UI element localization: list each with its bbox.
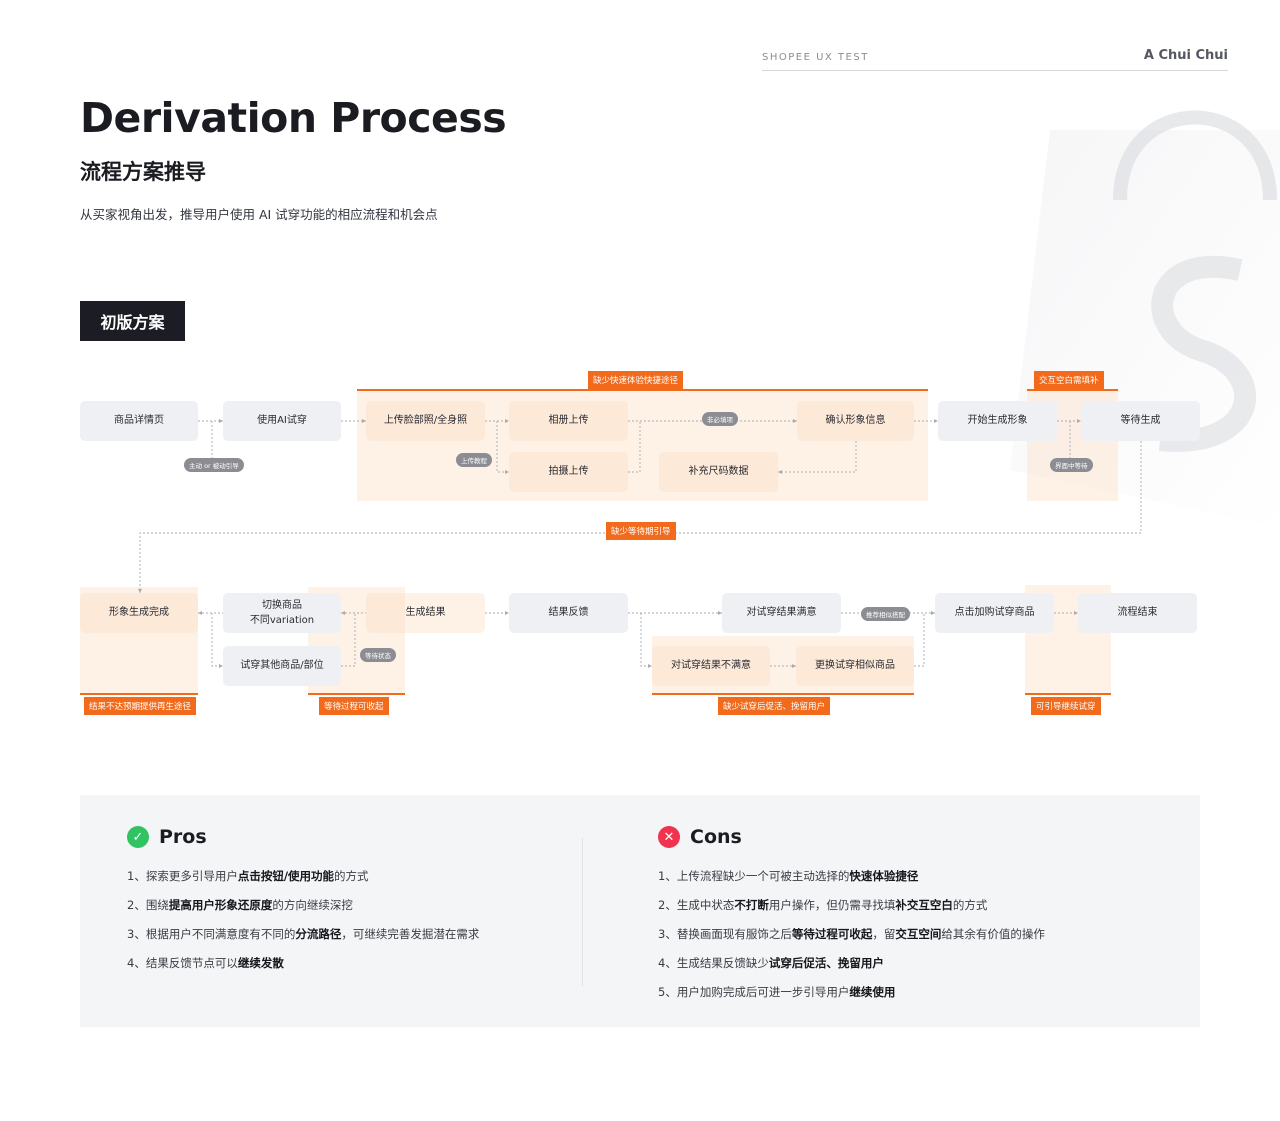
tag-regen-path: 结果不达预期提供再生途径 [84, 697, 197, 715]
pros-item-pre: 1、探索更多引导用户 [127, 869, 238, 883]
cons-item-bold: 试穿后促活、挽留用户 [768, 956, 884, 970]
pill-optional-fill: 非必填项 [702, 412, 738, 426]
node-size-data: 补充尺码数据 [659, 452, 778, 492]
cons-item-pre: 2、生成中状态 [658, 898, 735, 912]
cons-item-post: ，留 [872, 927, 896, 941]
pros-item: 1、探索更多引导用户点击按钮/使用功能的方式 [127, 868, 369, 884]
node-switch-product: 切换商品 不同variation [223, 593, 341, 633]
tag-retain: 缺少试穿后促活、挽留用户 [718, 697, 831, 715]
pros-item-post: 的方向继续深挖 [272, 898, 353, 912]
cons-item: 1、上传流程缺少一个可被主动选择的快速体验捷径 [658, 868, 918, 884]
pros-item-pre: 2、围绕 [127, 898, 169, 912]
panel-divider [582, 838, 583, 986]
pros-title: Pros [159, 826, 207, 848]
pill-active-passive: 主动 or 被动引导 [184, 458, 244, 472]
cons-item: 3、替换画面现有服饰之后等待过程可收起，留交互空间给其余有价值的操作 [658, 926, 1045, 942]
node-image-done: 形象生成完成 [80, 593, 198, 633]
pros-item-post: ，可继续完善发掘潜在需求 [341, 927, 480, 941]
tag-collapsible: 等待过程可收起 [319, 697, 389, 715]
pros-item: 3、根据用户不同满意度有不同的分流路径，可继续完善发掘潜在需求 [127, 926, 479, 942]
pros-item: 4、结果反馈节点可以继续发散 [127, 955, 284, 971]
check-icon: ✓ [127, 826, 149, 848]
node-confirm-info: 确认形象信息 [797, 401, 914, 441]
cons-item-bold2: 交互空间 [895, 927, 942, 941]
node-try-other: 试穿其他商品/部位 [223, 646, 341, 686]
author-label: A Chui Chui [1143, 48, 1228, 63]
node-flow-end: 流程结束 [1078, 593, 1197, 633]
node-photo-upload: 拍摄上传 [509, 452, 628, 492]
tag-fill-gap: 交互空白需填补 [1034, 371, 1104, 389]
pros-item-bold: 继续发散 [237, 956, 284, 970]
node-upload-face: 上传脸部照/全身照 [366, 401, 485, 441]
node-replace-similar: 更换试穿相似商品 [796, 646, 914, 686]
pros-cons-panel [80, 795, 1200, 1027]
node-gen-result: 生成结果 [366, 593, 485, 633]
node-album-upload: 相册上传 [509, 401, 628, 441]
close-icon: ✕ [658, 826, 680, 848]
page-title: Derivation Process [80, 94, 507, 142]
cons-item-post2: 给其余有价值的操作 [941, 927, 1045, 941]
cons-item-pre: 5、用户加购完成后可进一步引导用户 [658, 985, 850, 999]
cons-item-pre: 4、生成结果反馈缺少 [658, 956, 769, 970]
cons-item-post: 用户操作，但仍需寻找填 [768, 898, 896, 912]
section-chip: 初版方案 [80, 301, 185, 341]
cons-item: 4、生成结果反馈缺少试穿后促活、挽留用户 [658, 955, 884, 971]
node-waiting: 等待生成 [1081, 401, 1200, 441]
node-start-gen: 开始生成形象 [938, 401, 1057, 441]
highlight-image-done-zone [80, 587, 198, 695]
highlight-upload-zone [357, 389, 928, 501]
cons-item-bold: 继续使用 [849, 985, 896, 999]
pros-item-bold: 分流路径 [295, 927, 342, 941]
brand-label: SHOPEE UX TEST [762, 52, 869, 63]
cons-item-bold: 等待过程可收起 [791, 927, 873, 941]
highlight-retain-zone [652, 636, 914, 695]
pros-item-pre: 4、结果反馈节点可以 [127, 956, 238, 970]
cons-item-bold2: 补交互空白 [895, 898, 953, 912]
cons-heading: ✕ Cons [658, 826, 742, 848]
node-satisfied: 对试穿结果满意 [722, 593, 841, 633]
pros-item-bold: 提高用户形象还原度 [168, 898, 273, 912]
pros-heading: ✓ Pros [127, 826, 207, 848]
cons-item-pre: 1、上传流程缺少一个可被主动选择的 [658, 869, 850, 883]
pill-waiting-state: 等待状态 [360, 648, 396, 662]
pill-ui-waiting: 界面中等待 [1050, 458, 1093, 472]
page-subtitle: 流程方案推导 [80, 160, 206, 184]
pill-recommend-match: 推荐相似搭配 [861, 607, 910, 621]
node-add-cart: 点击加购试穿商品 [935, 593, 1054, 633]
cons-item-post2: 的方式 [952, 898, 988, 912]
cons-title: Cons [690, 826, 742, 848]
pros-item-pre: 3、根据用户不同满意度有不同的 [127, 927, 296, 941]
cons-item-bold: 不打断 [734, 898, 769, 912]
page-description: 从买家视角出发，推导用户使用 AI 试穿功能的相应流程和机会点 [80, 207, 438, 222]
pros-item: 2、围绕提高用户形象还原度的方向继续深挖 [127, 897, 353, 913]
tag-wait-guide: 缺少等待期引导 [606, 522, 676, 540]
node-use-ai: 使用AI试穿 [223, 401, 341, 441]
node-unsatisfied: 对试穿结果不满意 [652, 646, 770, 686]
pros-item-bold: 点击按钮/使用功能 [237, 869, 335, 883]
node-feedback: 结果反馈 [509, 593, 628, 633]
tag-quick-path: 缺少快速体验快捷途径 [588, 371, 684, 389]
cons-item-pre: 3、替换画面现有服饰之后 [658, 927, 792, 941]
header-rule [762, 70, 1228, 71]
cons-item: 2、生成中状态不打断用户操作，但仍需寻找填补交互空白的方式 [658, 897, 987, 913]
cons-item-bold: 快速体验捷径 [849, 869, 919, 883]
pros-item-post: 的方式 [334, 869, 369, 883]
node-product-detail: 商品详情页 [80, 401, 198, 441]
cons-item: 5、用户加购完成后可进一步引导用户继续使用 [658, 984, 895, 1000]
tag-continue-try: 可引导继续试穿 [1031, 697, 1101, 715]
pill-upload-tutorial: 上传教程 [456, 453, 492, 467]
